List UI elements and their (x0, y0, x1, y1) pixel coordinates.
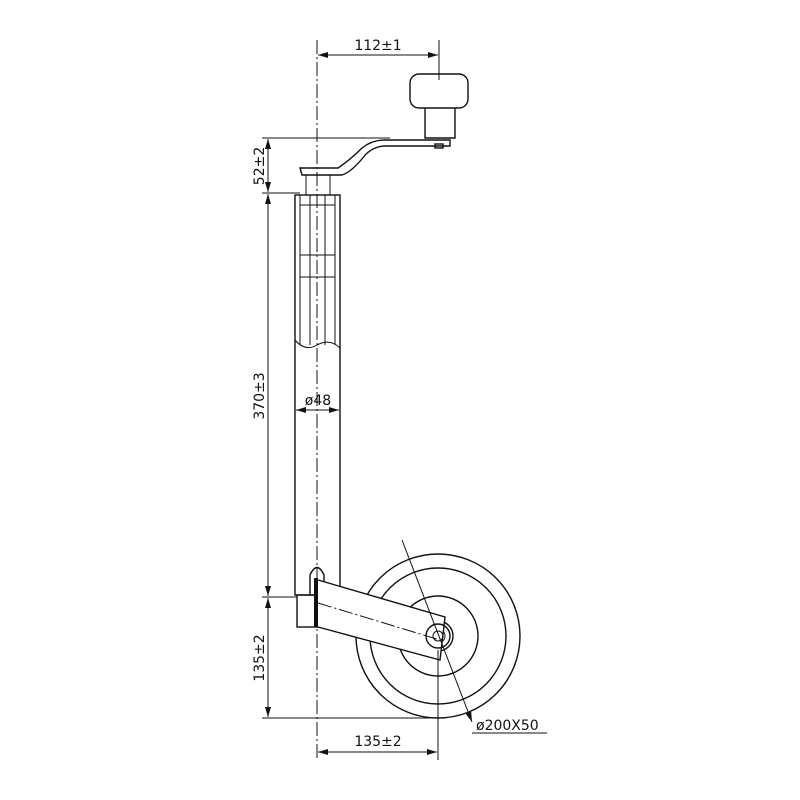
dim-label-tube-diameter: ø48 (305, 393, 331, 409)
dim-label-tube-length: 370±3 (252, 372, 268, 419)
axle-front (432, 630, 444, 642)
dim-label-wheel-offset: 135±2 (354, 734, 401, 750)
hub-front (425, 623, 451, 649)
tube-break-line (294, 339, 341, 349)
dim-label-wheel-size: ø200X50 (476, 718, 539, 734)
dim-vertical-left: 52±2 370±3 135±2 (252, 137, 430, 719)
wheel-arm (317, 579, 446, 661)
dim-wheel-size: ø200X50 (401, 539, 547, 734)
spindle-nut (299, 254, 336, 278)
dim-label-handle-offset: 112±1 (354, 38, 401, 54)
crank-arm (299, 139, 451, 176)
handle-grip-stem (424, 108, 456, 139)
dim-label-handle-height: 52±2 (252, 147, 268, 185)
dim-tube-diameter: ø48 (296, 393, 339, 413)
crank-collar (305, 174, 331, 196)
inner-slot (309, 566, 325, 595)
dim-label-wheel-height: 135±2 (252, 634, 268, 681)
arm-centerline (317, 602, 441, 641)
dim-handle-offset: 112±1 (318, 38, 440, 80)
dim-wheel-offset: 135±2 (318, 650, 439, 760)
leader-line (401, 539, 473, 723)
crank-handle (299, 73, 469, 196)
crank-end (434, 143, 444, 149)
